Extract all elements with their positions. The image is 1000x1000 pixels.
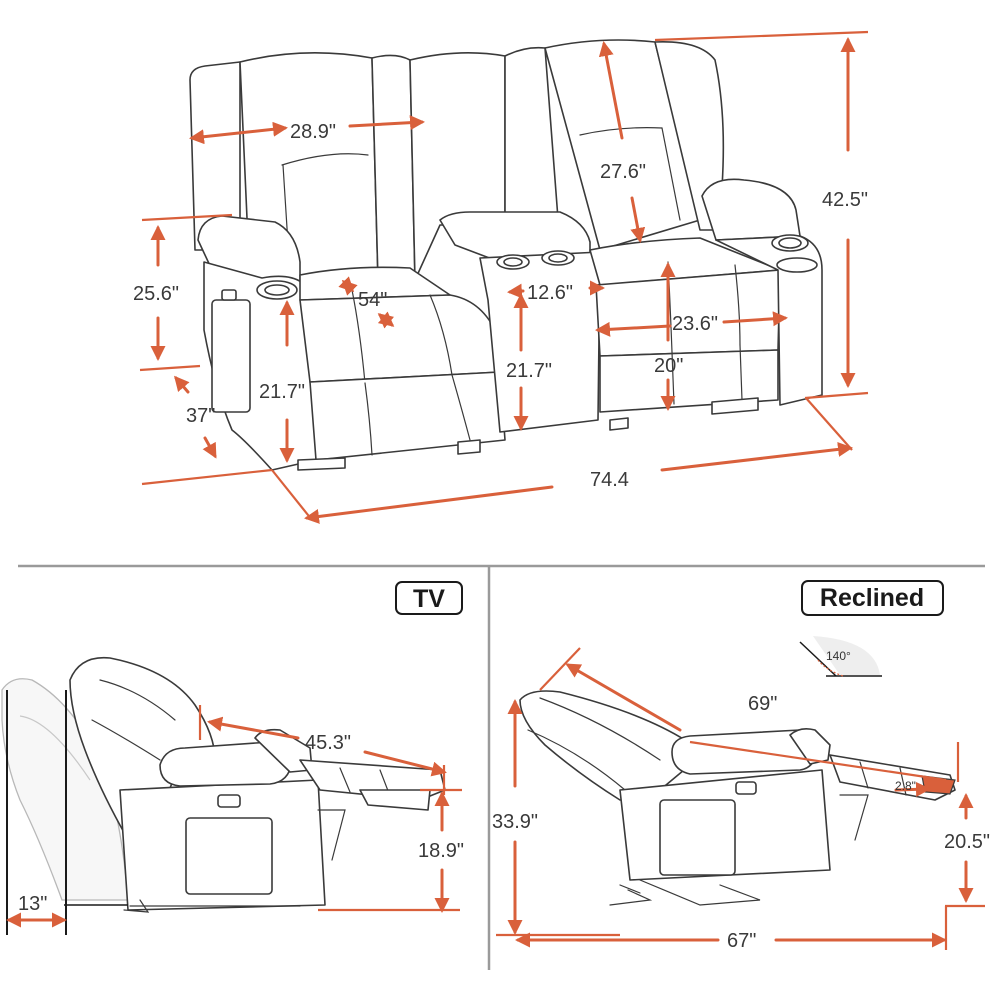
total-depth-label: 67" [727, 930, 756, 952]
reclined-labels: 69" 33.9" 2.8" 20.5" 67" [492, 693, 990, 952]
back-height-label: 27.6" [600, 161, 646, 183]
tv-illustration [1, 656, 446, 913]
wall-clearance-label: 13" [18, 893, 47, 915]
total-width-label: 74.4 [590, 469, 629, 491]
seat-height-label: 21.7" [259, 381, 305, 403]
arm-height-label: 25.6" [133, 283, 179, 305]
tv-footrest-height-label: 18.9" [418, 840, 464, 862]
loveseat-dimensions [139, 30, 869, 524]
tv-dimensions [5, 690, 462, 935]
console-width-label: 12.6" [527, 282, 573, 304]
angle-indicator: 140° [799, 636, 882, 677]
footrest-thickness-label: 2.8" [895, 779, 916, 793]
angle-label: 140° [826, 649, 851, 663]
loveseat-labels: 28.9" 27.6" 42.5" 25.6" 54" 12.6" 23.6" … [133, 121, 868, 491]
reclined-dimensions [496, 647, 985, 950]
depth-label: 37" [186, 405, 215, 427]
reclined-badge: Reclined [801, 580, 944, 616]
seat-width-label: 28.9" [290, 121, 336, 143]
reclined-illustration [519, 690, 956, 906]
seat-depth-label: 54" [358, 289, 387, 311]
total-height-label: 42.5" [822, 189, 868, 211]
tv-title: TV [413, 585, 445, 613]
tv-labels: 45.3" 18.9" 13" [18, 732, 464, 915]
seat-front-height-label: 20" [654, 355, 683, 377]
reclined-height-label: 33.9" [492, 811, 538, 833]
reclined-footrest-height-label: 20.5" [944, 831, 990, 853]
console-height-label: 21.7" [506, 360, 552, 382]
extended-length-label: 45.3" [305, 732, 351, 754]
loveseat-illustration [189, 39, 823, 471]
tv-badge: TV [395, 581, 463, 615]
seat-depth-right-label: 23.6" [672, 313, 718, 335]
reclined-title: Reclined [820, 584, 924, 612]
reclined-length-label: 69" [748, 693, 777, 715]
